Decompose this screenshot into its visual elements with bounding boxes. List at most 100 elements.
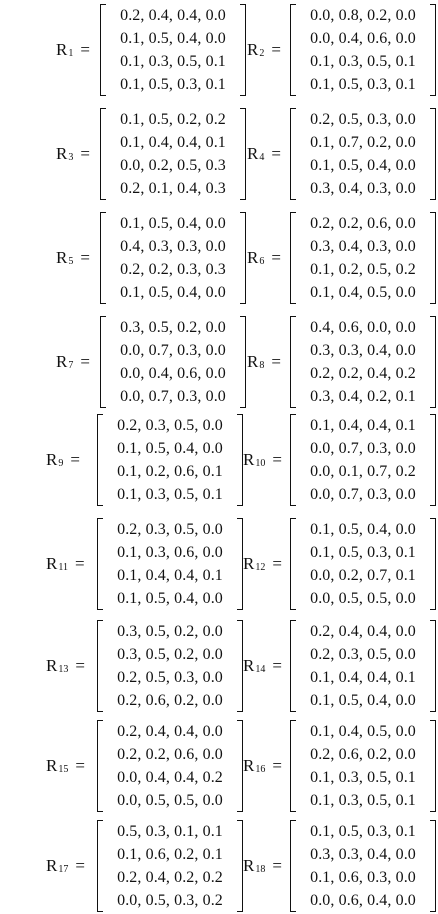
- matrix-row: 0.3, 0.4, 0.3, 0.0: [310, 180, 416, 197]
- matrix-row: 0.1, 0.5, 0.3, 0.1: [310, 76, 416, 93]
- matrix-row: 0.3, 0.5, 0.2, 0.0: [120, 319, 226, 336]
- matrix-row: 0.0, 0.7, 0.3, 0.0: [310, 486, 416, 503]
- matrix-name: R: [46, 656, 58, 675]
- matrix-subscript: 16: [255, 763, 266, 775]
- matrix-row: 0.0, 0.4, 0.4, 0.2: [117, 769, 223, 786]
- matrix-row: 0.1, 0.4, 0.4, 0.1: [120, 134, 226, 151]
- equals-sign: =: [75, 656, 85, 675]
- matrix-name: R: [247, 248, 259, 267]
- matrix-row: 0.3, 0.5, 0.2, 0.0: [117, 646, 223, 663]
- matrix-row: 0.1, 0.7, 0.2, 0.0: [310, 134, 416, 151]
- matrix-row: 0.0, 0.2, 0.7, 0.1: [310, 567, 416, 584]
- right-bracket: [237, 518, 243, 610]
- matrix-subscript: 15: [58, 763, 69, 775]
- equals-sign: =: [271, 248, 281, 267]
- matrix-row: 0.1, 0.4, 0.4, 0.1: [117, 567, 223, 584]
- matrix-row: 0.0, 0.7, 0.3, 0.0: [120, 342, 226, 359]
- matrix-row: 0.1, 0.5, 0.3, 0.1: [310, 544, 416, 561]
- matrix-name: R: [46, 450, 58, 469]
- matrix-row: 0.1, 0.5, 0.4, 0.0: [310, 692, 416, 709]
- matrix-row: 0.1, 0.5, 0.3, 0.1: [310, 823, 416, 840]
- matrix-row: 0.4, 0.3, 0.3, 0.0: [120, 238, 226, 255]
- matrix-row: 0.3, 0.4, 0.3, 0.0: [310, 238, 416, 255]
- matrix-name: R: [243, 450, 255, 469]
- equals-sign: =: [74, 554, 85, 573]
- left-bracket: [100, 4, 106, 96]
- matrix-row: 0.3, 0.4, 0.2, 0.1: [310, 388, 416, 405]
- matrix-row: 0.1, 0.4, 0.4, 0.1: [310, 669, 416, 686]
- matrix-row: 0.4, 0.6, 0.0, 0.0: [310, 319, 416, 336]
- matrix-row: 0.3, 0.3, 0.4, 0.0: [310, 846, 416, 863]
- matrix-row: 0.1, 0.3, 0.5, 0.1: [117, 486, 223, 503]
- matrix-subscript: 7: [68, 359, 74, 371]
- matrix-row: 0.1, 0.5, 0.4, 0.0: [120, 30, 226, 47]
- matrix-subscript: 14: [255, 663, 266, 675]
- matrix-row: 0.1, 0.5, 0.4, 0.0: [117, 440, 223, 457]
- matrix-row: 0.2, 0.4, 0.4, 0.0: [117, 723, 223, 740]
- matrix-subscript: 8: [259, 359, 265, 371]
- matrix-subscript: 18: [255, 863, 266, 875]
- left-bracket: [290, 518, 296, 610]
- right-bracket: [240, 4, 246, 96]
- matrix-subscript: 5: [68, 255, 74, 267]
- matrix-name: R: [46, 554, 58, 573]
- matrix-name: R: [243, 756, 255, 775]
- matrix-row: 0.2, 0.3, 0.5, 0.0: [310, 646, 416, 663]
- equals-sign: =: [271, 144, 281, 163]
- matrix-row: 0.1, 0.6, 0.3, 0.0: [310, 869, 416, 886]
- matrix-subscript: 11: [58, 561, 68, 573]
- matrix-subscript: 12: [255, 561, 266, 573]
- left-bracket: [290, 720, 296, 812]
- equals-sign: =: [75, 856, 85, 875]
- equals-sign: =: [271, 40, 281, 59]
- matrix-row: 0.2, 0.6, 0.2, 0.0: [117, 692, 223, 709]
- left-bracket: [97, 414, 103, 506]
- matrix-row: 0.2, 0.2, 0.6, 0.0: [310, 215, 416, 232]
- matrix-row: 0.1, 0.4, 0.4, 0.1: [310, 417, 416, 434]
- equals-sign: =: [272, 450, 282, 469]
- matrix-row: 0.2, 0.4, 0.2, 0.2: [117, 869, 223, 886]
- right-bracket: [237, 620, 243, 712]
- matrix-name: R: [247, 144, 259, 163]
- equals-sign: =: [80, 248, 90, 267]
- matrix-subscript: 3: [68, 151, 74, 163]
- left-bracket: [290, 316, 296, 408]
- equals-sign: =: [70, 450, 80, 469]
- matrix-name: R: [56, 352, 68, 371]
- right-bracket: [430, 4, 436, 96]
- matrix-name: R: [56, 40, 68, 59]
- equals-sign: =: [75, 756, 85, 775]
- equals-sign: =: [80, 40, 90, 59]
- matrix-body: 0.1, 0.5, 0.3, 0.1 0.3, 0.3, 0.4, 0.0 0.1,…: [290, 820, 436, 912]
- matrix-row: 0.1, 0.5, 0.3, 0.1: [120, 76, 226, 93]
